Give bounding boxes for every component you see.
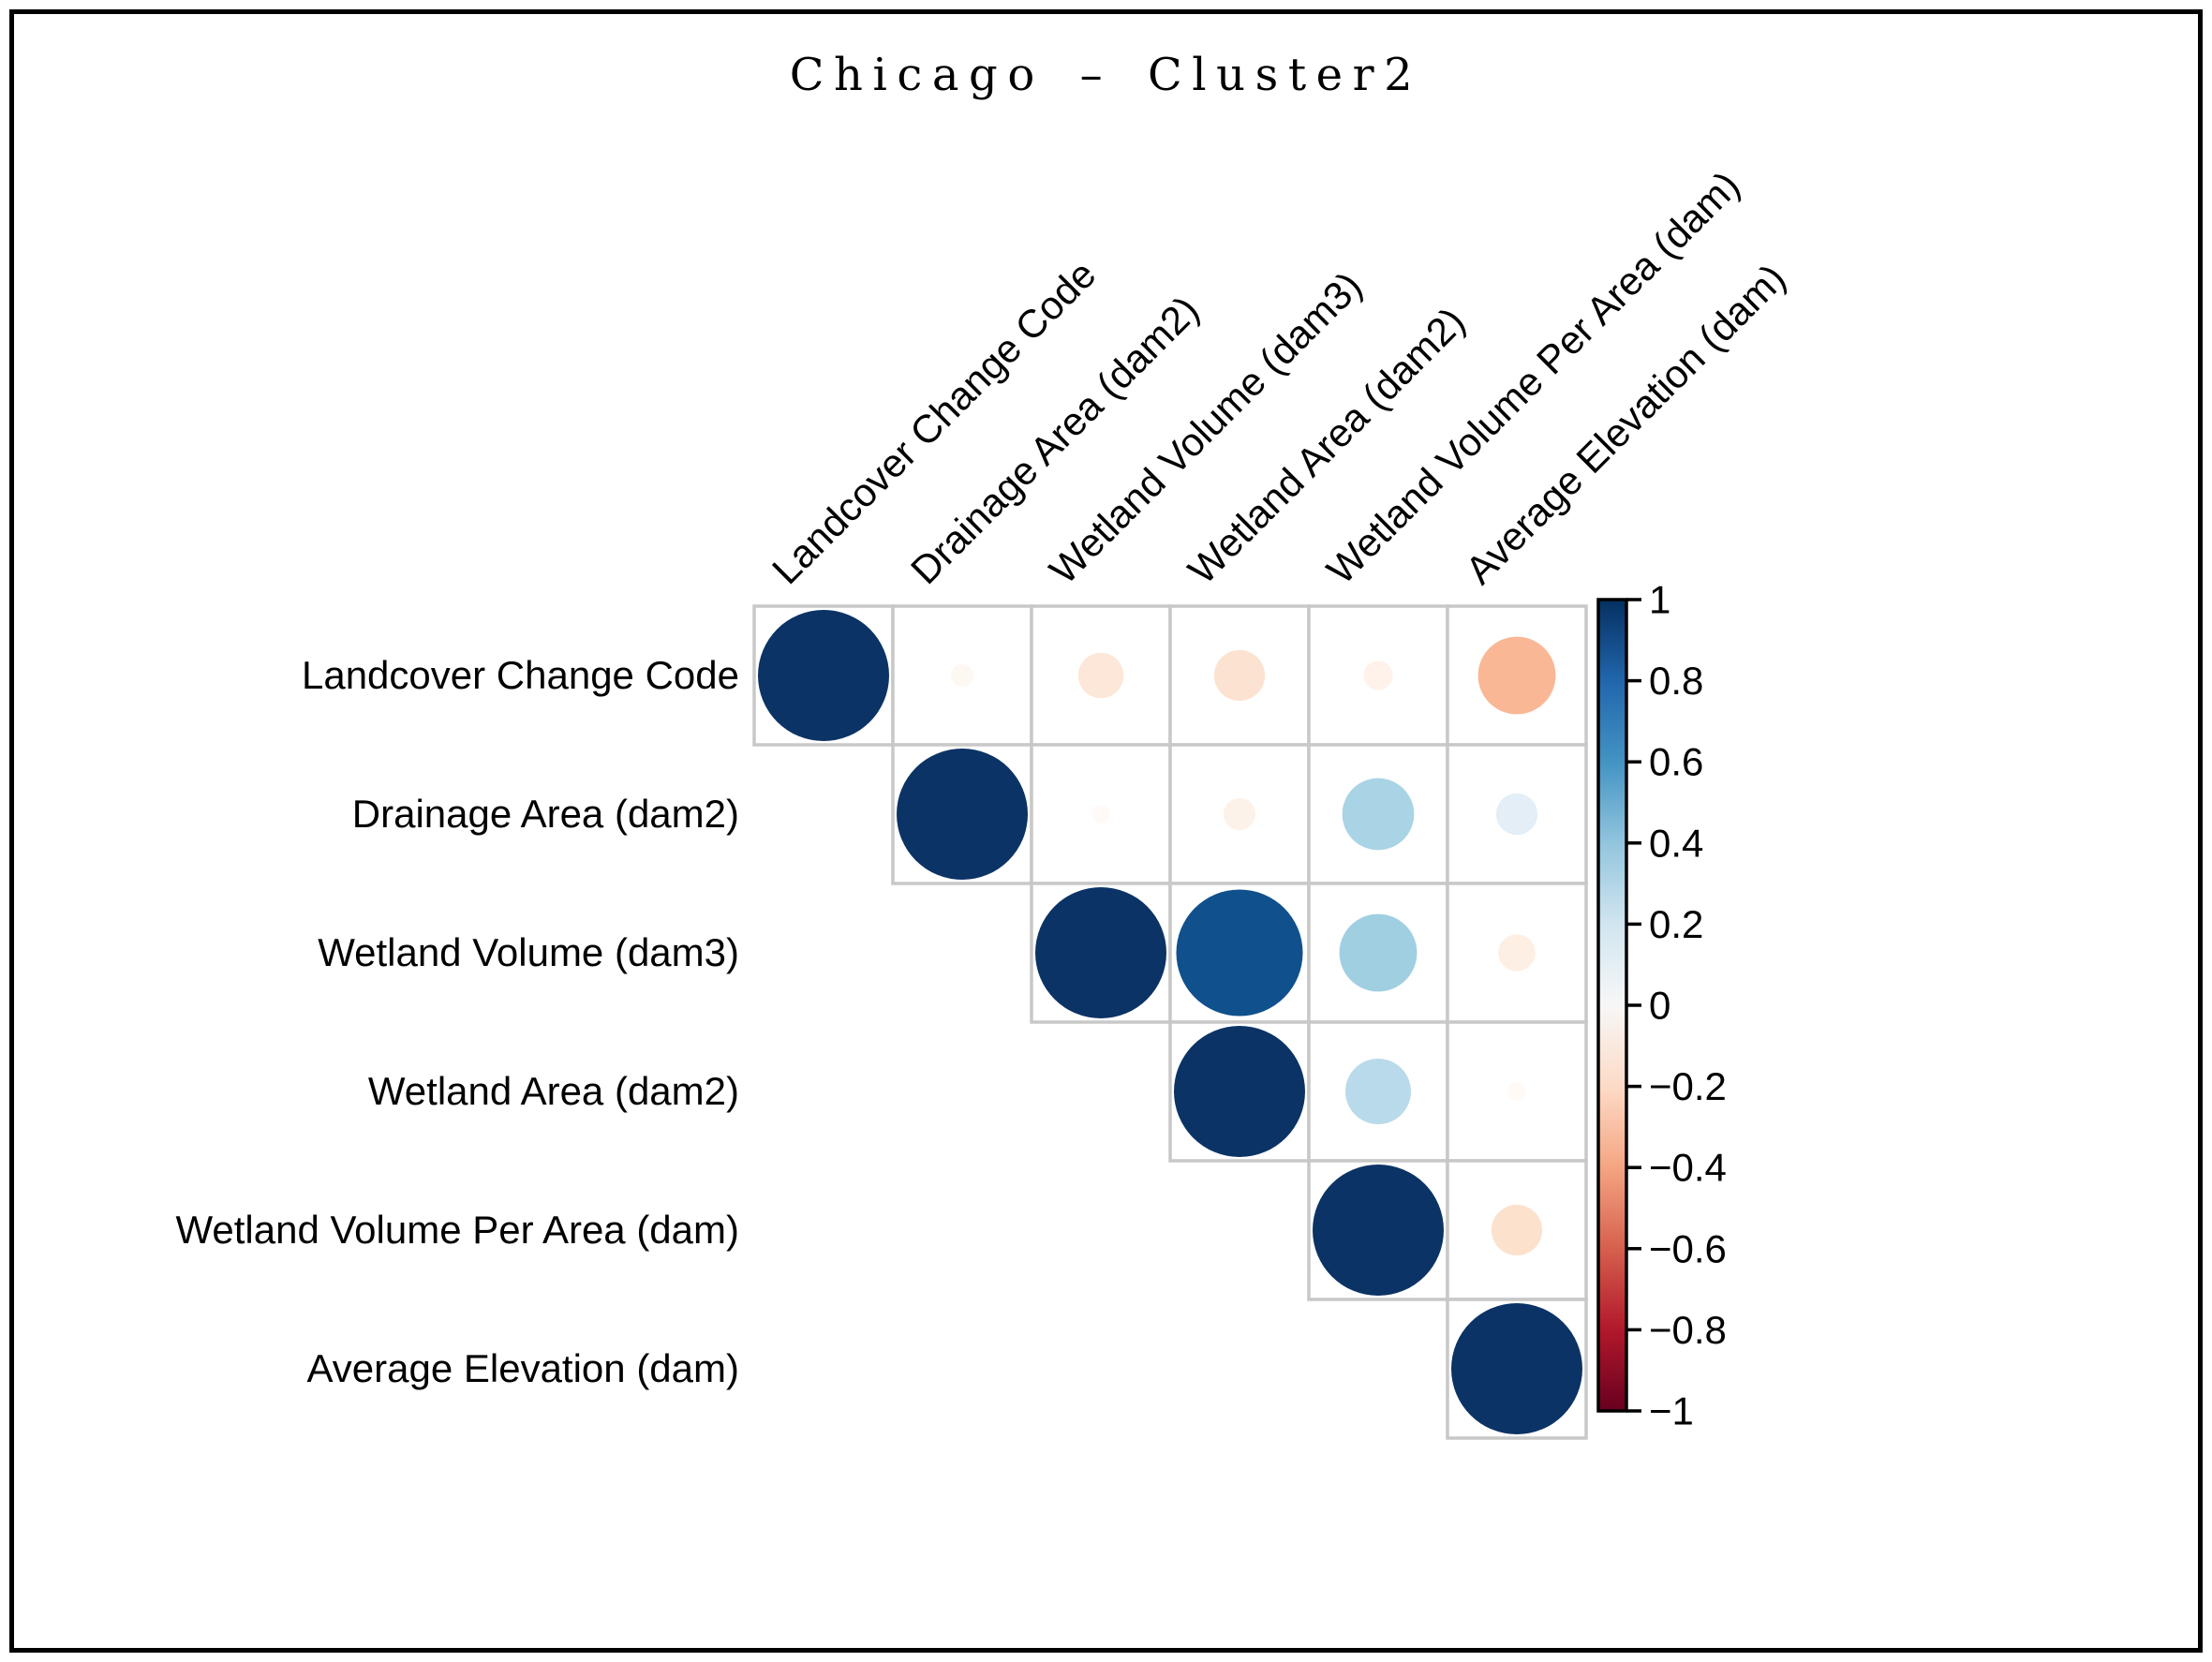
row-label: Drainage Area (dam2) [351,792,739,836]
row-label: Average Elevation (dam) [306,1346,739,1390]
colorbar-tick-label: 0.6 [1649,740,1703,784]
corr-circle-r3-c5 [1507,1082,1526,1101]
corr-circle-r1-c5 [1495,793,1538,836]
colorbar-tick-label: −0.2 [1649,1064,1727,1108]
colorbar-tick-label: 1 [1649,578,1670,622]
corr-circle-r1-c2 [1091,805,1110,824]
colorbar-tick-label: 0.2 [1649,902,1703,946]
corr-circle-r2-c4 [1339,913,1418,992]
corr-circle-r0-c2 [1077,652,1124,699]
row-label: Wetland Area (dam2) [367,1069,739,1113]
colorbar-tick-label: −1 [1649,1389,1694,1433]
corr-circle-r4-c4 [1313,1165,1444,1296]
corr-circle-r2-c3 [1176,889,1303,1016]
row-label: Wetland Volume Per Area (dam) [175,1208,739,1252]
corr-circle-r3-c3 [1174,1026,1305,1157]
corr-circle-r5-c5 [1451,1303,1582,1434]
corr-circle-r0-c1 [950,663,974,688]
row-label: Landcover Change Code [301,653,739,697]
corr-circle-r2-c2 [1035,887,1166,1018]
colorbar [1596,598,1628,1413]
corr-circle-r1-c3 [1223,797,1256,831]
corr-circle-r0-c4 [1363,660,1393,690]
corr-circle-r1-c4 [1342,778,1415,851]
colorbar-tick-label: −0.8 [1649,1308,1727,1352]
colorbar-tick-label: 0.4 [1649,821,1703,865]
corr-circle-r4-c5 [1491,1204,1543,1256]
row-label: Wetland Volume (dam3) [318,930,739,974]
corr-circle-r0-c0 [758,610,889,741]
colorbar-tick-label: 0 [1649,984,1670,1028]
corr-circle-r0-c3 [1213,649,1266,702]
colorbar-tick-label: −0.6 [1649,1226,1727,1270]
colorbar-tick-label: 0.8 [1649,659,1703,703]
corr-circle-r1-c1 [897,749,1028,880]
corr-circle-r0-c5 [1477,636,1556,715]
corr-circle-r2-c5 [1498,934,1536,972]
plot-title: Chicago – Cluster2 [789,49,1423,101]
colorbar-tick-label: −0.4 [1649,1146,1727,1190]
corr-circle-r3-c4 [1345,1059,1411,1124]
outer-frame [9,9,2203,1653]
